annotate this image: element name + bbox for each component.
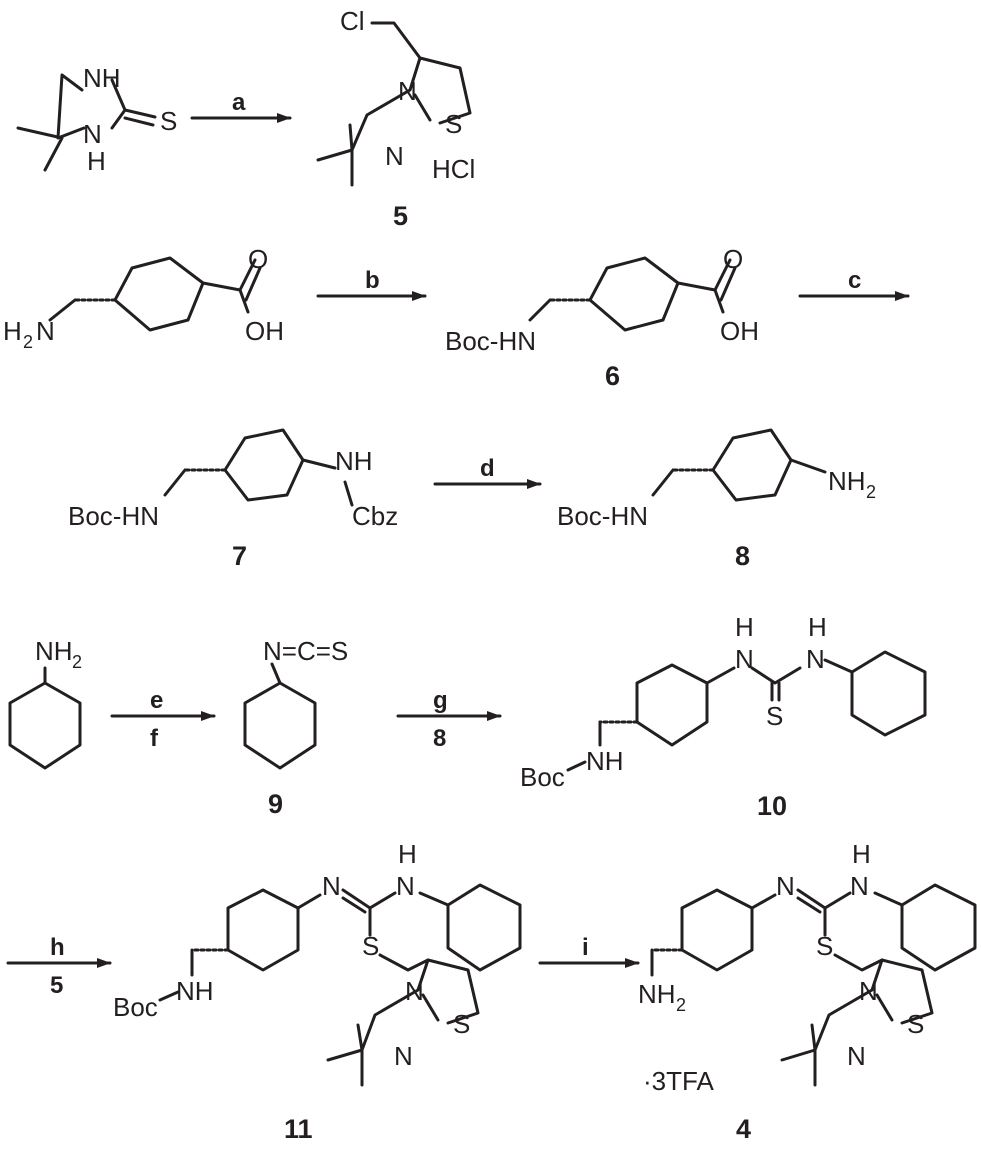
reagent-label-e: e bbox=[150, 687, 163, 714]
atom-n-amine: N bbox=[36, 316, 55, 346]
atom-n-ring: N bbox=[398, 76, 417, 106]
atom-cl: Cl bbox=[340, 6, 365, 36]
compound-number-8: 8 bbox=[735, 541, 750, 571]
atom-nh: NH bbox=[83, 63, 121, 93]
atom-s: S bbox=[766, 701, 783, 731]
atom-n: N bbox=[322, 871, 341, 901]
boc-group: Boc bbox=[113, 992, 158, 1022]
reagent-label-h: h bbox=[50, 934, 65, 961]
atom-nh2: NH bbox=[35, 636, 73, 666]
subscript-2: 2 bbox=[866, 482, 876, 502]
atom-s-ring: S bbox=[453, 1009, 470, 1039]
atom-h-amine: H bbox=[3, 316, 22, 346]
atom-n: N bbox=[735, 644, 754, 674]
atom-n: N bbox=[806, 644, 825, 674]
atom-h: H bbox=[852, 839, 871, 869]
compound-6: Boc-HN O OH 6 bbox=[445, 244, 759, 391]
atom-oh: OH bbox=[245, 316, 284, 346]
atom-n: N bbox=[850, 871, 869, 901]
reagent-label-d: d bbox=[480, 455, 495, 482]
compound-number-6: 6 bbox=[605, 361, 620, 391]
compound-7: Boc-HN NH Cbz 7 bbox=[68, 428, 398, 571]
compound-5: Cl N S N HCl 5 bbox=[316, 6, 475, 231]
atom-oh: OH bbox=[720, 316, 759, 346]
reagent-label-g: g bbox=[433, 687, 448, 714]
compound-number-10: 10 bbox=[757, 791, 787, 821]
boc-hn-group: Boc-HN bbox=[557, 501, 648, 531]
atom-n-imine: N bbox=[847, 1041, 866, 1071]
atom-n-ring: N bbox=[405, 976, 424, 1006]
compound-number-9: 9 bbox=[268, 789, 283, 819]
reagent-label-i: i bbox=[582, 934, 589, 961]
atom-s-ring: S bbox=[907, 1009, 924, 1039]
compound-number-5: 5 bbox=[393, 201, 408, 231]
atom-n-ring: N bbox=[859, 976, 878, 1006]
atom-nh: NH bbox=[176, 976, 214, 1006]
cbz-group: Cbz bbox=[352, 501, 398, 531]
starting-material-imidazolidinethione: NH S N H bbox=[16, 63, 177, 176]
atom-h: H bbox=[87, 146, 106, 176]
reagent-label-c: c bbox=[848, 267, 861, 294]
atom-n: N bbox=[776, 871, 795, 901]
compound-4: N H N S N S N NH 2 ·3TFA 4 bbox=[638, 839, 977, 1144]
tranexamic-acid: H 2 N O OH bbox=[3, 244, 284, 352]
reagent-label-f: f bbox=[150, 725, 159, 752]
compound-number-4: 4 bbox=[736, 1114, 751, 1144]
reagent-label-b: b bbox=[365, 267, 380, 294]
atom-o: O bbox=[723, 244, 743, 274]
atom-h: H bbox=[398, 839, 417, 869]
compound-number-11: 11 bbox=[284, 1114, 313, 1144]
atom-s-ring: S bbox=[445, 109, 462, 139]
atom-s: S bbox=[362, 931, 379, 961]
atom-n: N bbox=[396, 871, 415, 901]
compound-number-7: 7 bbox=[232, 541, 247, 571]
hcl-salt: HCl bbox=[432, 154, 475, 184]
cyclohexylamine: NH 2 bbox=[8, 636, 82, 770]
subscript-2: 2 bbox=[676, 995, 686, 1015]
compound-9: N=C=S 9 bbox=[243, 636, 348, 819]
subscript-2: 2 bbox=[23, 332, 33, 352]
compound-11: N H N S N S N NH Boc 11 bbox=[113, 839, 522, 1144]
tfa-salt: ·3TFA bbox=[643, 1066, 714, 1096]
compound-8: Boc-HN NH 2 8 bbox=[557, 428, 876, 571]
isothiocyanate-group: N=C=S bbox=[263, 636, 348, 666]
atom-s: S bbox=[160, 106, 177, 136]
boc-group: Boc bbox=[520, 762, 565, 792]
atom-n: N bbox=[83, 119, 102, 149]
atom-nh2: NH bbox=[828, 466, 866, 496]
atom-n-imine: N bbox=[394, 1041, 413, 1071]
atom-nh: NH bbox=[586, 746, 624, 776]
subscript-2: 2 bbox=[72, 652, 82, 672]
atom-o: O bbox=[248, 244, 268, 274]
boc-hn-group: Boc-HN bbox=[68, 501, 159, 531]
boc-hn-group: Boc-HN bbox=[445, 326, 536, 356]
atom-nh: NH bbox=[335, 446, 373, 476]
reagent-label-a: a bbox=[232, 89, 246, 116]
reagent-label-g-8: 8 bbox=[433, 725, 446, 752]
atom-h: H bbox=[735, 612, 754, 642]
atom-n-imine: N bbox=[385, 141, 404, 171]
reagent-label-h-5: 5 bbox=[50, 972, 63, 999]
compound-10: H N H N S NH Boc 10 bbox=[520, 612, 927, 821]
atom-h: H bbox=[808, 612, 827, 642]
atom-s: S bbox=[816, 931, 833, 961]
atom-nh2: NH bbox=[638, 979, 676, 1009]
